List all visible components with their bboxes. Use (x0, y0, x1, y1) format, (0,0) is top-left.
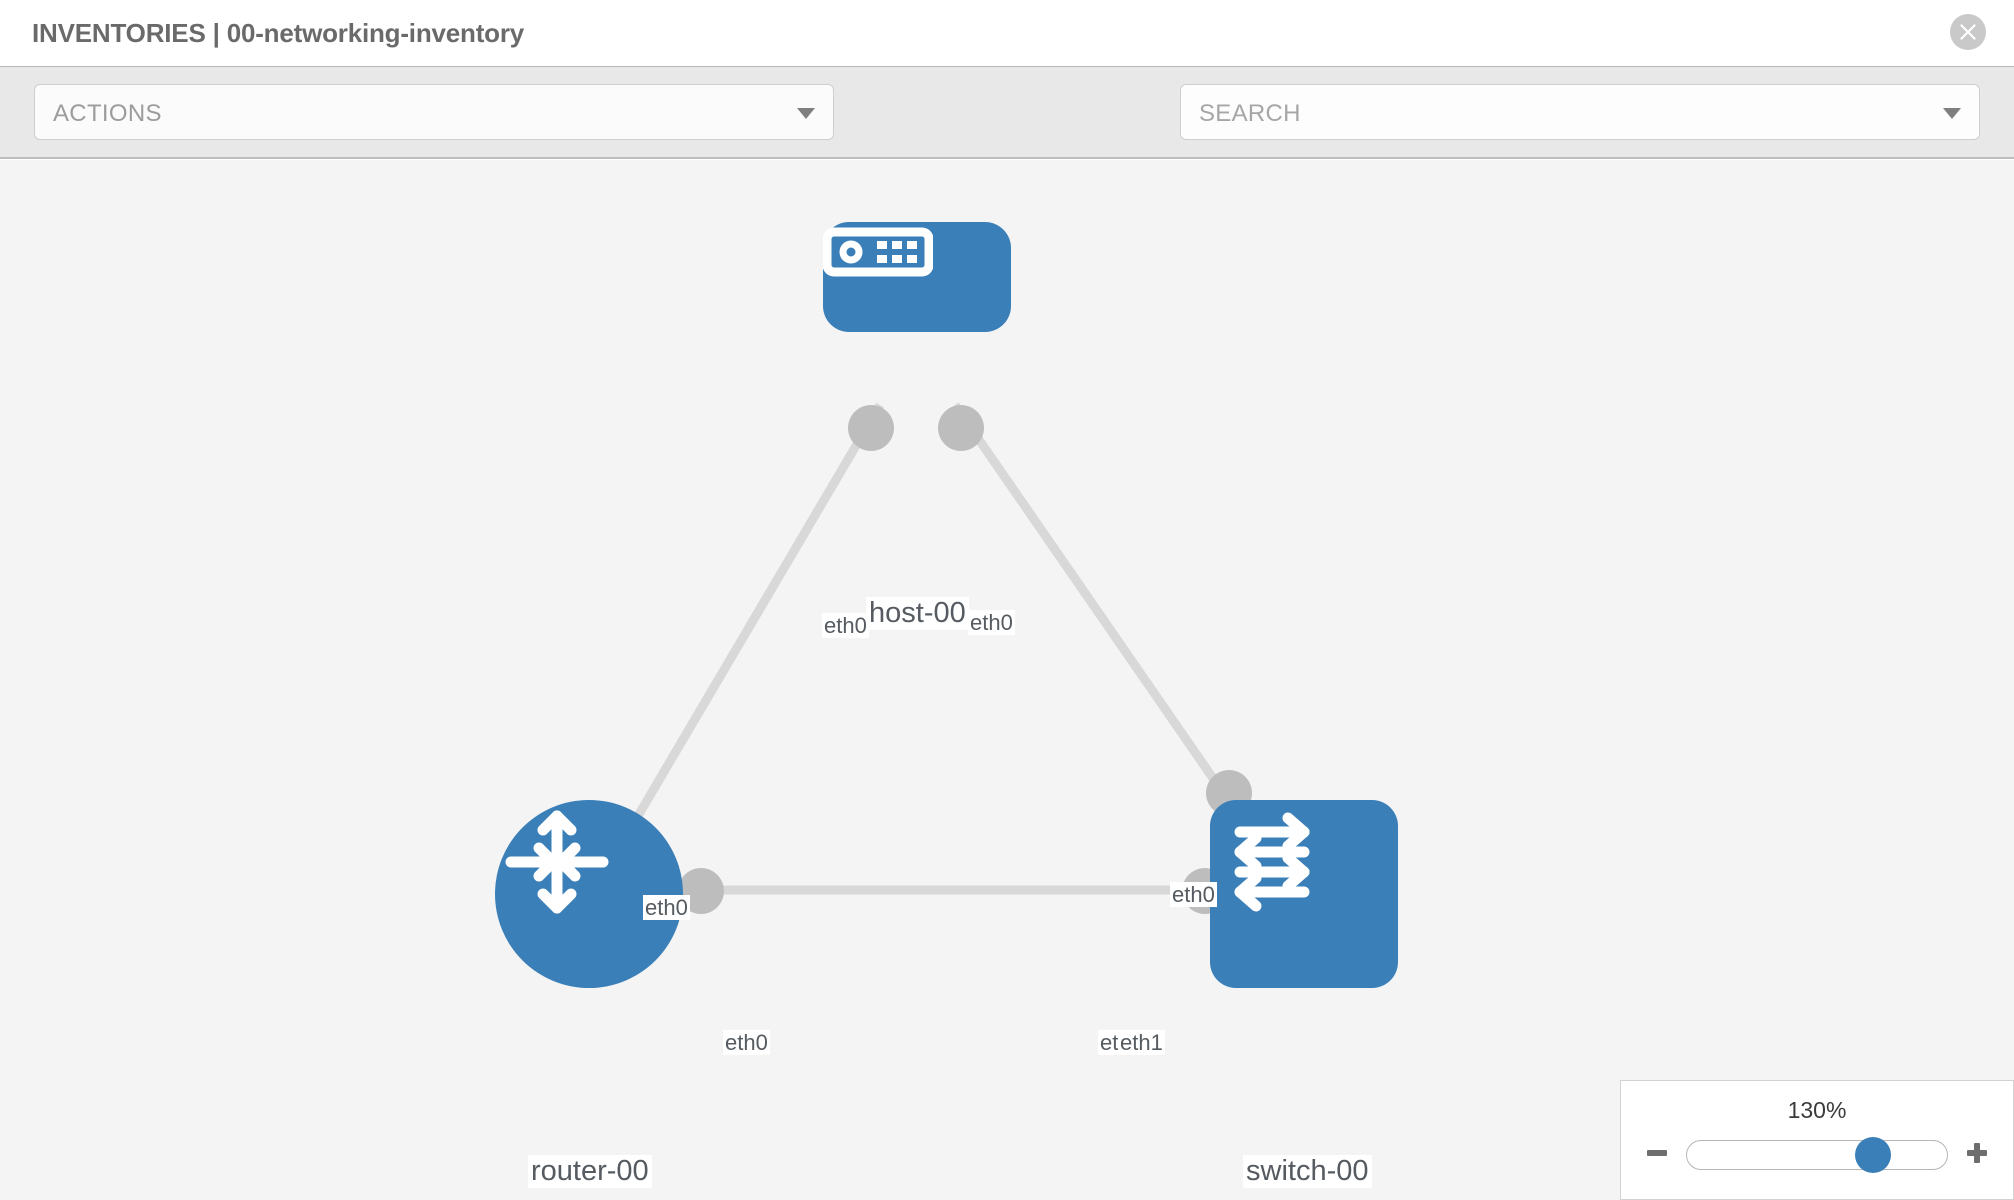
zoom-slider-thumb[interactable] (1855, 1137, 1891, 1173)
switch-arrows-icon (1234, 812, 1310, 912)
edge-label-switch-up: eth0 (1170, 882, 1217, 908)
chevron-down-icon (1943, 108, 1961, 119)
edge-label-router-right: eth0 (723, 1030, 770, 1056)
plus-icon (1967, 1142, 1987, 1163)
close-icon (1960, 24, 1976, 40)
router-arrows-icon (505, 810, 609, 914)
search-placeholder: SEARCH (1199, 100, 1301, 127)
port-host-left[interactable] (848, 405, 894, 451)
page-header: INVENTORIES | 00-networking-inventory (0, 0, 2014, 67)
actions-dropdown[interactable]: ACTIONS (34, 84, 834, 140)
zoom-out-button[interactable] (1644, 1140, 1670, 1171)
toolbar: ACTIONS SEARCH (0, 67, 2014, 202)
edge-host-switch (951, 402, 1232, 803)
topology-canvas[interactable]: eth0 eth0 eth0 eth0 eth0 eth0 eth1 host-… (0, 160, 2014, 1200)
edge-label-host-left: eth0 (822, 613, 869, 639)
minus-icon (1647, 1149, 1667, 1156)
node-host-00[interactable] (823, 222, 1011, 332)
zoom-control: 130% (1620, 1080, 2014, 1200)
port-host-right[interactable] (938, 405, 984, 451)
chevron-down-icon (797, 108, 815, 119)
node-label-switch-00: switch-00 (1243, 1155, 1372, 1189)
edge-label-switch-left: eth1 (1118, 1030, 1165, 1056)
close-button[interactable] (1950, 14, 1986, 50)
actions-dropdown-label: ACTIONS (53, 100, 162, 127)
zoom-slider-track[interactable] (1686, 1137, 1948, 1173)
zoom-in-button[interactable] (1964, 1140, 1990, 1171)
server-icon (823, 227, 933, 277)
node-switch-00[interactable] (1210, 800, 1398, 988)
node-label-router-00: router-00 (528, 1155, 652, 1189)
node-router-00[interactable] (495, 800, 683, 988)
edge-label-host-right: eth0 (968, 610, 1015, 636)
node-label-host-00: host-00 (866, 597, 969, 631)
search-input[interactable]: SEARCH (1180, 84, 1980, 140)
zoom-percent-label: 130% (1787, 1097, 1847, 1123)
page-title: INVENTORIES | 00-networking-inventory (32, 18, 525, 48)
edge-label-router-up: eth0 (643, 895, 690, 921)
edge-host-router (608, 402, 884, 863)
topology-edges (608, 402, 1232, 895)
